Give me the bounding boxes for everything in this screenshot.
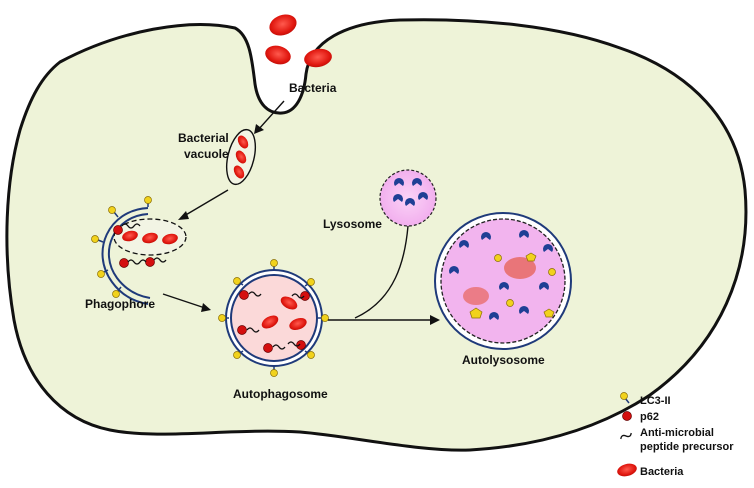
lc3-markers xyxy=(91,196,152,298)
amp-precursor-markers xyxy=(121,223,167,265)
arrowhead xyxy=(201,303,211,312)
arrowhead xyxy=(430,315,440,325)
bacterium xyxy=(122,230,138,242)
label-phagophore: Phagophore xyxy=(85,297,155,311)
label-autolysosome: Autolysosome xyxy=(462,353,545,367)
p62-markers xyxy=(237,290,310,353)
debris-markers xyxy=(469,252,555,319)
lysosome xyxy=(379,169,437,227)
incoming-bacteria xyxy=(265,14,332,68)
bacterium xyxy=(162,233,178,245)
bacterium xyxy=(237,135,249,149)
bacterium xyxy=(269,14,297,36)
bacterium xyxy=(280,296,298,310)
p62-markers xyxy=(113,225,155,268)
lc3-markers xyxy=(218,259,329,377)
legend-amp-label-line1: Anti-microbial xyxy=(640,427,714,439)
label-lysosome: Lysosome xyxy=(323,217,382,231)
legend: LC3-II p62 Anti-microbial peptide precur… xyxy=(617,392,734,478)
legend-p62-label: p62 xyxy=(640,411,659,423)
autophagosome xyxy=(218,259,329,377)
arrow-entry xyxy=(257,100,285,131)
phagophore xyxy=(91,196,187,305)
enzyme-markers xyxy=(449,230,554,320)
legend-p62-swatch xyxy=(622,411,632,421)
bacterium xyxy=(289,317,307,331)
enzyme-markers xyxy=(393,178,429,206)
label-bacterial-vacuole-line1: Bacterial xyxy=(178,131,229,145)
label-bacterial-vacuole-line2: vacuole xyxy=(184,147,229,161)
host-cell xyxy=(5,18,748,452)
degrading-bacterium xyxy=(504,257,536,279)
legend-amp-swatch xyxy=(620,432,632,440)
autolysosome xyxy=(434,212,572,350)
bacterium xyxy=(142,232,158,244)
bacterium xyxy=(233,165,245,179)
arrowhead xyxy=(178,211,189,220)
bacterium xyxy=(265,45,291,65)
amp-precursor-markers xyxy=(246,291,305,350)
bacterial-vacuole xyxy=(225,128,257,186)
legend-amp-label-line2: peptide precursor xyxy=(640,441,734,453)
arrow-to-autophagosome xyxy=(162,293,206,309)
legend-bacteria-label: Bacteria xyxy=(640,466,684,478)
arrowhead xyxy=(254,124,264,134)
legend-lc3-label: LC3-II xyxy=(640,395,671,407)
degrading-bacterium xyxy=(463,287,489,305)
fusion-curve xyxy=(354,225,409,319)
arrow-to-phagophore xyxy=(183,189,229,217)
label-bacteria: Bacteria xyxy=(289,81,337,95)
lc3-markers xyxy=(494,254,556,307)
label-autophagosome: Autophagosome xyxy=(233,387,328,401)
legend-lc3-swatch xyxy=(620,392,630,404)
bacterium xyxy=(235,150,247,164)
bacterium xyxy=(261,315,279,329)
legend-bacteria-swatch xyxy=(617,463,637,477)
bacterium xyxy=(304,48,332,68)
